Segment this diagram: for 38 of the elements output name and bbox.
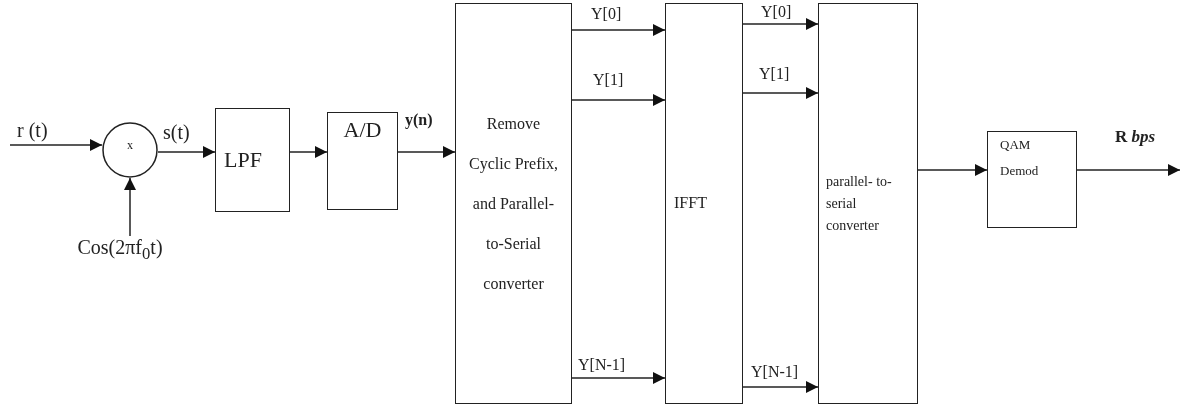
block-label: QAM Demod bbox=[1000, 136, 1040, 180]
block-label: IFFT bbox=[674, 194, 707, 213]
arrow bbox=[742, 18, 819, 30]
edge-label: Y[0] bbox=[760, 4, 793, 20]
edge-label: Y[N-1] bbox=[750, 364, 800, 380]
arrow bbox=[124, 177, 136, 237]
multiplier-circle bbox=[102, 122, 158, 178]
edge-label: Y[N-1] bbox=[577, 357, 627, 373]
arrow bbox=[571, 24, 666, 36]
arrow bbox=[397, 146, 456, 158]
edge-label: Y[0] bbox=[590, 6, 623, 22]
arrow bbox=[157, 146, 216, 158]
edge-label: Y[1] bbox=[592, 72, 625, 88]
edge-label: Y[1] bbox=[758, 66, 791, 82]
arrow bbox=[917, 164, 988, 176]
qam-demod-block bbox=[987, 131, 1077, 228]
block-label: A/D bbox=[343, 117, 382, 143]
block-label: LPF bbox=[224, 147, 262, 173]
adc-block bbox=[327, 112, 398, 210]
lpf-block bbox=[215, 108, 290, 212]
arrow bbox=[571, 372, 666, 384]
arrow bbox=[571, 94, 666, 106]
parallel-to-serial-block bbox=[818, 3, 918, 404]
arrow bbox=[1076, 164, 1181, 176]
arrow bbox=[742, 381, 819, 393]
cyclic-prefix-removal-block bbox=[455, 3, 572, 404]
arrow bbox=[289, 146, 328, 158]
edge-label: r (t) bbox=[16, 120, 49, 140]
multiply-sign: x bbox=[127, 139, 133, 153]
arrow bbox=[9, 139, 103, 151]
block-label: parallel- to-serial converter bbox=[826, 172, 893, 235]
edge-label: y(n) bbox=[404, 112, 434, 128]
arrow bbox=[742, 87, 819, 99]
edge-label: R bps bbox=[1114, 128, 1157, 145]
edge-label: s(t) bbox=[162, 122, 191, 142]
ifft-block bbox=[665, 3, 743, 404]
carrier-label: Cos(2πf$_{0}$t) bbox=[77, 235, 163, 265]
block-label: Remove Cyclic Prefix, and Parallel- to-Serial converter bbox=[468, 113, 559, 294]
